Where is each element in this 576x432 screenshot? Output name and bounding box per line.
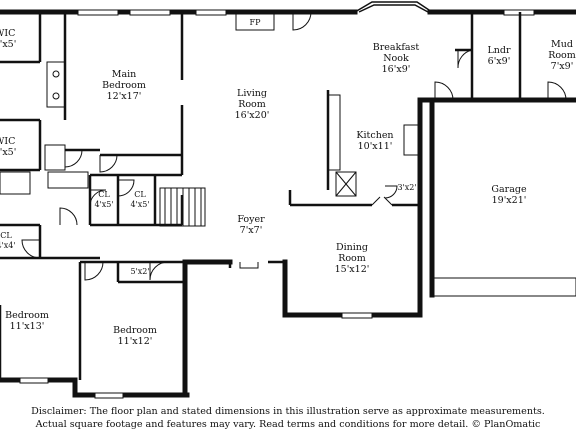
cl-a-dims: 4'x5' [94, 200, 113, 209]
breakfast-nook-dims: 16'x9' [382, 64, 411, 75]
living-room-name-2: Room [238, 99, 266, 110]
wic-top-dims: 5'x5' [0, 39, 16, 50]
dining-room-name-2: Room [338, 253, 366, 264]
mud-room-name-1: Mud [551, 39, 573, 50]
main-bedroom-name-2: Bedroom [102, 80, 146, 91]
laundry-name: Lndr [487, 45, 511, 56]
stairs [159, 187, 206, 227]
bedroom-left-name: Bedroom [5, 310, 49, 321]
interior-walls [0, 12, 522, 380]
kitchen-dims: 10'x11' [358, 141, 393, 152]
wic-mid-dims: 5'x5' [0, 147, 16, 158]
dining-room-dims: 15'x12' [335, 264, 370, 275]
garage-dims: 19'x21' [492, 195, 527, 206]
disclaimer-line-1: Disclaimer: The floor plan and stated di… [31, 406, 545, 417]
breakfast-nook-name-1: Breakfast [373, 42, 420, 53]
main-bedroom-dims: 12'x17' [107, 91, 142, 102]
laundry-dims: 6'x9' [488, 56, 511, 67]
fireplace-label: FP [250, 18, 262, 27]
cl-b-dims: 4'x5' [130, 200, 149, 209]
bedroom-left-dims: 11'x13' [10, 321, 45, 332]
wic-mid-name: WIC [0, 136, 15, 147]
closet-small-dims: 5'x2' [130, 267, 149, 276]
bedroom-center-name: Bedroom [113, 325, 157, 336]
cl-b-name: CL [134, 190, 146, 199]
cl-a-name: CL [98, 190, 110, 199]
main-bedroom-name-1: Main [112, 69, 137, 80]
bay-window [354, 1, 433, 13]
kitchen-name: Kitchen [356, 130, 393, 141]
living-room-name-1: Living [237, 88, 267, 99]
disclaimer: Disclaimer: The floor plan and stated di… [0, 405, 576, 431]
dining-room-name-1: Dining [336, 242, 368, 253]
cl-left-dims: 4'x4' [0, 241, 16, 250]
disclaimer-line-2: Actual square footage and features may v… [35, 419, 541, 430]
garage-name: Garage [491, 184, 527, 195]
foyer-name: Foyer [237, 214, 265, 225]
breakfast-nook-name-2: Nook [383, 53, 409, 64]
doors [21, 11, 567, 281]
foyer-dims: 7'x7' [240, 225, 263, 236]
cl-left-name: CL [0, 231, 12, 240]
mud-room-dims: 7'x9' [551, 61, 574, 72]
pantry-dims: 3'x2' [397, 183, 416, 192]
room-labels: WIC 5'x5' Main Bedroom 12'x17' WIC 5'x5'… [0, 18, 576, 347]
wic-top-name: WIC [0, 28, 15, 39]
mud-room-name-2: Room [548, 50, 576, 61]
fixtures [0, 11, 576, 297]
exterior-walls [0, 9, 576, 398]
bedroom-center-dims: 11'x12' [118, 336, 153, 347]
living-room-dims: 16'x20' [235, 110, 270, 121]
